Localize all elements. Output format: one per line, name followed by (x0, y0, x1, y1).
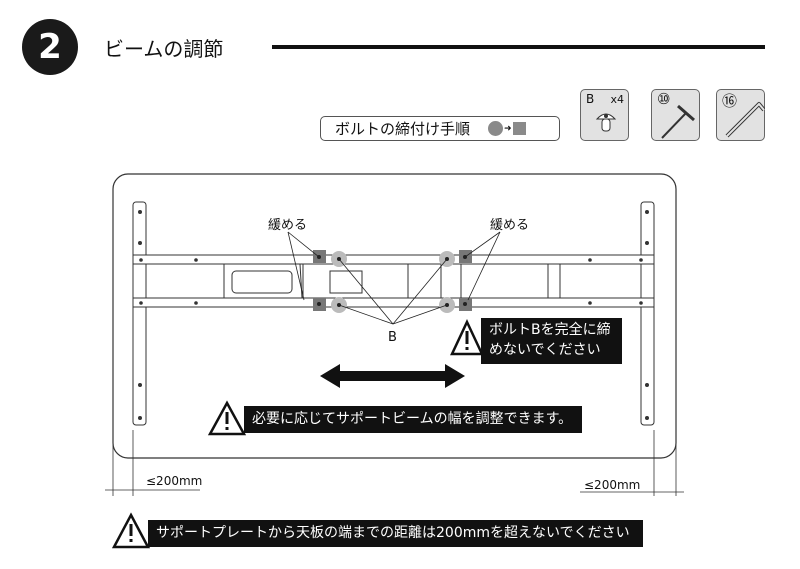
adjust-width-warning: 必要に応じてサポートビームの幅を調整できます。 (244, 406, 582, 433)
top-support-beam (132, 254, 655, 265)
title-rule (272, 45, 765, 49)
double-arrow-icon (320, 364, 465, 388)
bolt-b-label: B (388, 330, 397, 345)
distance-limit-warning: サポートプレートから天板の端までの距離は200mmを超えないでください (148, 520, 643, 547)
warning-line: めないでください (489, 342, 601, 358)
bolt-order-legend: ボルトの締付け手順 ➜ (320, 116, 560, 141)
warning-triangle-icon (111, 512, 151, 549)
right-dimension-label: ≤200mm (584, 478, 641, 492)
bolt-b-warning: ボルトBを完全に締 めないでください (481, 318, 622, 364)
left-bracket (223, 263, 303, 299)
tool-label: ⑩ (657, 90, 671, 108)
warning-triangle-icon (207, 400, 247, 436)
loosen-label-left: 緩める (268, 218, 308, 233)
first-step-circle-icon (488, 121, 504, 136)
tool-label: B (586, 92, 595, 106)
second-step-square-icon (512, 122, 526, 135)
leader-lines (287, 231, 501, 325)
center-bracket (302, 263, 409, 299)
tabletop-outline (112, 173, 677, 459)
tool-bolt-b: B x4 (580, 89, 629, 141)
tool-16mm-hex-key: ⑯ (716, 89, 765, 141)
arrow-right-icon: ➜ (504, 123, 512, 134)
loosen-label-right: 緩める (490, 218, 530, 233)
tool-10mm-wrench: ⑩ (651, 89, 700, 141)
warning-triangle-icon (450, 319, 484, 356)
t-hex-wrench-icon (661, 104, 695, 139)
tool-label: ⑯ (722, 92, 738, 110)
left-dimension-label: ≤200mm (146, 474, 203, 488)
hex-key-icon (725, 102, 765, 138)
button-bolt-icon (595, 113, 617, 132)
right-leg-plate (640, 201, 655, 426)
bottom-support-beam (132, 297, 655, 308)
tool-quantity: x4 (610, 93, 624, 106)
warning-line: ボルトBを完全に締 (489, 322, 611, 338)
step-number-badge: 2 (22, 19, 78, 75)
step-title: ビームの調節 (104, 37, 224, 61)
left-leg-plate (132, 201, 147, 426)
bolt-order-label: ボルトの締付け手順 (335, 120, 471, 138)
dimension-lines (105, 430, 684, 496)
